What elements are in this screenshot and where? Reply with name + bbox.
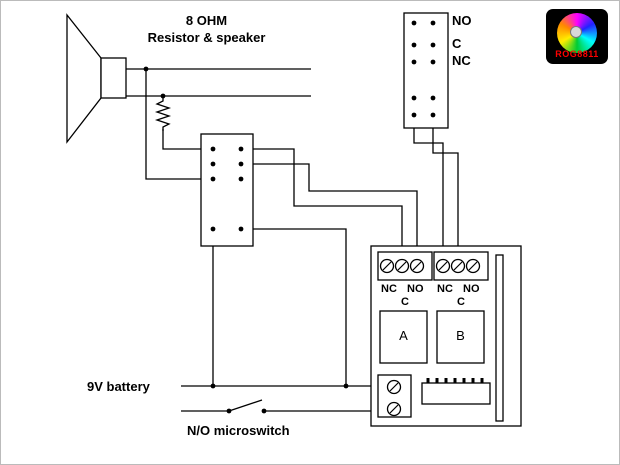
rog8811-logo: ROG8811 [546, 9, 608, 64]
junction-dots [143, 66, 349, 389]
relay-b-name: B [456, 328, 465, 343]
terminal-label-no: NO [452, 13, 472, 28]
cd-icon [557, 13, 597, 53]
battery-label: 9V battery [87, 379, 150, 394]
ic-chip-icon [421, 378, 491, 405]
terminal-block-pins [411, 20, 436, 118]
speaker-icon [66, 13, 127, 144]
terminal-strip-a [377, 251, 433, 281]
resistor-icon [154, 96, 172, 131]
relay-a-c-label: C [401, 296, 409, 308]
wires [126, 68, 459, 412]
microswitch-label: N/O microswitch [187, 423, 290, 438]
relay-b-body [436, 310, 485, 364]
power-terminal-block [377, 374, 412, 418]
relay-b-c-label: C [457, 296, 465, 308]
terminal-label-nc: NC [452, 53, 471, 68]
title-line1: 8 OHM [185, 13, 228, 28]
relay-board [370, 245, 522, 427]
microswitch-terminal-block [403, 12, 449, 129]
title-line2: Resistor & speaker [147, 30, 266, 45]
terminal-label-c: C [452, 36, 462, 51]
dpdt-switch-block [200, 133, 254, 247]
logo-text: ROG8811 [555, 49, 599, 59]
cd-hole [570, 26, 582, 38]
terminal-strip-b [433, 251, 489, 281]
switch-block-pins [210, 146, 244, 232]
microswitch-icon [226, 399, 267, 414]
relay-a-nc-label: NC [381, 283, 397, 295]
relay-b-no-label: NO [463, 283, 480, 295]
relay-a-name: A [399, 328, 408, 343]
relay-a-body [379, 310, 428, 364]
relay-a-no-label: NO [407, 283, 424, 295]
board-edge-strip [495, 254, 504, 422]
relay-b-nc-label: NC [437, 283, 453, 295]
